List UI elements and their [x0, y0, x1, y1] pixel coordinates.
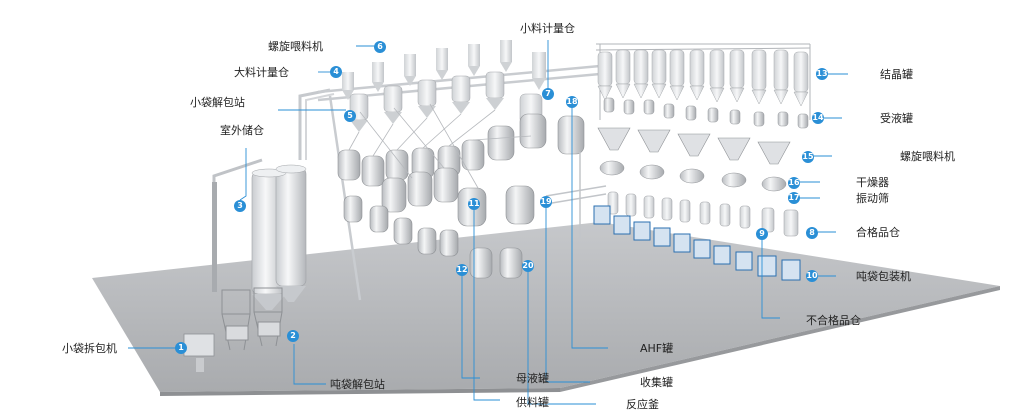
badge-20: 20 — [522, 260, 534, 272]
badge-1: 1 — [175, 342, 187, 354]
dryer-row — [599, 160, 787, 192]
transfer-lines — [545, 152, 607, 238]
badge-3: 3 — [234, 200, 246, 212]
screw-feeder-funnels — [597, 127, 791, 165]
bagging-machine-row — [593, 205, 801, 281]
label-outdoor-silo: 室外储仓 — [220, 124, 264, 137]
label-crystallizer: 结晶罐 — [880, 68, 913, 81]
badge-11: 11 — [468, 198, 480, 210]
badge-13: 13 — [816, 68, 828, 80]
floor-edge-right — [560, 286, 1000, 392]
label-rejected-bin: 不合格品仓 — [806, 314, 861, 327]
receiver-tanks — [603, 97, 809, 129]
label-reactor: 反应釜 — [626, 398, 659, 411]
badge-6: 6 — [374, 41, 386, 53]
badge-9: 9 — [756, 228, 768, 240]
label-mother-liquor-tank: 母液罐 — [516, 372, 549, 385]
floor-edge — [160, 388, 560, 396]
badge-10: 10 — [806, 270, 818, 282]
leader-lines — [128, 40, 848, 405]
label-ahf-tank: AHF罐 — [640, 342, 674, 355]
reactor-tank-array — [337, 113, 585, 279]
label-feed-tank: 供料罐 — [516, 396, 549, 409]
crystallizer-tanks — [597, 49, 809, 107]
badge-7: 7 — [542, 88, 554, 100]
badge-5: 5 — [344, 110, 356, 122]
label-qualified-bin: 合格品仓 — [856, 226, 900, 239]
label-small-bag-unpacker: 小袋拆包机 — [62, 342, 117, 355]
feeder-hopper-row — [342, 40, 546, 100]
bag-station-group — [221, 287, 283, 351]
badge-15: 15 — [802, 151, 814, 163]
badge-4: 4 — [330, 66, 342, 78]
label-screw-feeder-top: 螺旋喂料机 — [268, 40, 323, 53]
badge-2: 2 — [287, 330, 299, 342]
outdoor-silo-group — [212, 88, 335, 310]
label-bulk-bag-station: 吨袋解包站 — [330, 378, 385, 391]
label-collection-tank: 收集罐 — [640, 376, 673, 389]
badge-16: 16 — [788, 177, 800, 189]
badge-14: 14 — [812, 112, 824, 124]
product-bin-row — [607, 191, 799, 237]
badge-18: 18 — [566, 96, 578, 108]
label-bulk-bagger: 吨袋包装机 — [856, 270, 911, 283]
badge-12: 12 — [456, 264, 468, 276]
label-small-bag-station: 小袋解包站 — [190, 96, 245, 109]
small-bag-unpacker-body — [183, 333, 215, 357]
label-vibrating-screen: 振动筛 — [856, 192, 889, 205]
label-bulk-weigh-bin: 大料计量仓 — [234, 66, 289, 79]
badge-8: 8 — [806, 227, 818, 239]
label-screw-feeder-right: 螺旋喂料机 — [900, 150, 955, 163]
badge-19: 19 — [540, 196, 552, 208]
label-dryer: 干燥器 — [856, 176, 889, 189]
label-receiver-tank: 受液罐 — [880, 112, 913, 125]
label-small-weigh-bin: 小料计量仓 — [520, 22, 575, 35]
badge-17: 17 — [788, 192, 800, 204]
feed-lines — [348, 103, 532, 189]
